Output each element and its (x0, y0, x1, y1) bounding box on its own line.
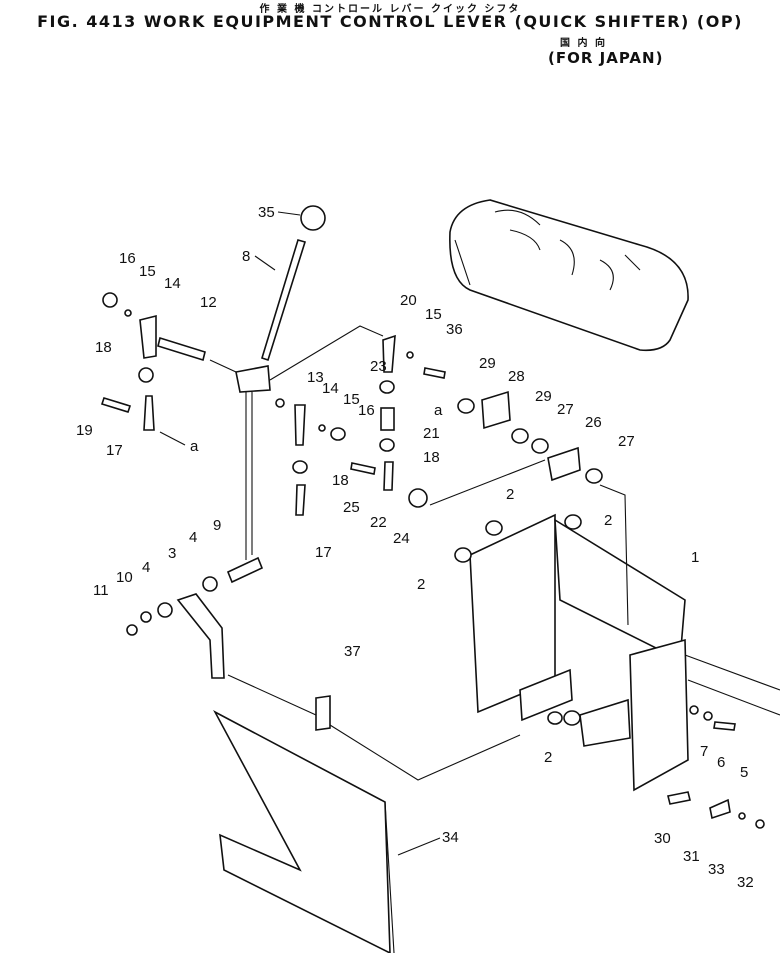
callout-31: 31 (683, 848, 700, 865)
callout-15c: 15 (343, 391, 360, 408)
callout-14: 14 (164, 275, 181, 292)
callout-24: 24 (393, 530, 410, 547)
callout-10: 10 (116, 569, 133, 586)
middle-fittings (275, 334, 446, 516)
right-fittings (457, 390, 603, 484)
callout-22: 22 (370, 514, 387, 531)
callout-18c: 18 (332, 472, 349, 489)
callout-26: 26 (585, 414, 602, 431)
callout-15: 15 (139, 263, 156, 280)
callout-5: 5 (740, 764, 748, 781)
callout-3: 3 (168, 545, 176, 562)
callout-35: 35 (258, 204, 275, 221)
callout-12: 12 (200, 294, 217, 311)
callout-2c: 2 (417, 576, 425, 593)
callout-23: 23 (370, 358, 387, 375)
callout-1: 1 (691, 549, 699, 566)
callout-16b: 16 (358, 402, 375, 419)
callout-18b: 18 (423, 449, 440, 466)
connector-lines (209, 325, 629, 781)
callout-28: 28 (508, 368, 525, 385)
callout-14b: 14 (322, 380, 339, 397)
callout-18: 18 (95, 339, 112, 356)
figure-subtitle: (FOR JAPAN) (548, 49, 664, 67)
callout-2b: 2 (604, 512, 612, 529)
callout-15b: 15 (425, 306, 442, 323)
callout-20: 20 (400, 292, 417, 309)
cover-plate (213, 695, 395, 953)
callout-36: 36 (446, 321, 463, 338)
left-fittings (100, 292, 206, 446)
callout-17b: 17 (315, 544, 332, 561)
lower-lever (126, 576, 225, 679)
callout-6: 6 (717, 754, 725, 771)
callout-4: 4 (189, 529, 197, 546)
callout-11: 11 (93, 582, 109, 599)
cover-box (449, 199, 689, 352)
callout-34: 34 (442, 829, 459, 846)
callout-9: 9 (213, 517, 221, 534)
callout-19: 19 (76, 422, 93, 439)
lever-assembly (226, 205, 326, 584)
callout-4b: 4 (142, 559, 150, 576)
callout-33: 33 (708, 861, 725, 878)
lower-hardware (667, 705, 765, 829)
callout-32: 32 (737, 874, 754, 891)
callout-29: 29 (479, 355, 496, 372)
callout-16: 16 (119, 250, 136, 267)
callout-29b: 29 (535, 388, 552, 405)
callout-37: 37 (344, 643, 361, 660)
bracket-assembly (454, 513, 780, 792)
callout-labels: 35 8 16 15 14 12 18 19 17 a 20 15 36 23 … (76, 204, 754, 891)
title-japanese: 作 業 機 コントロール レバー クイック シフタ (259, 4, 521, 15)
callout-8: 8 (242, 248, 250, 265)
figure-title: FIG. 4413 WORK EQUIPMENT CONTROL LEVER (… (37, 12, 743, 31)
callout-30: 30 (654, 830, 671, 847)
callout-27b: 27 (618, 433, 635, 450)
subtitle-japanese: 国 内 向 (560, 38, 607, 49)
callout-17: 17 (106, 442, 123, 459)
callout-a-mid: a (434, 402, 443, 419)
callout-25: 25 (343, 499, 360, 516)
callout-13: 13 (307, 369, 324, 386)
callout-7: 7 (700, 743, 708, 760)
callout-21: 21 (423, 425, 440, 442)
callout-2d: 2 (544, 749, 552, 766)
callout-a-left: a (190, 438, 199, 455)
callout-27: 27 (557, 401, 574, 418)
callout-2a: 2 (506, 486, 514, 503)
